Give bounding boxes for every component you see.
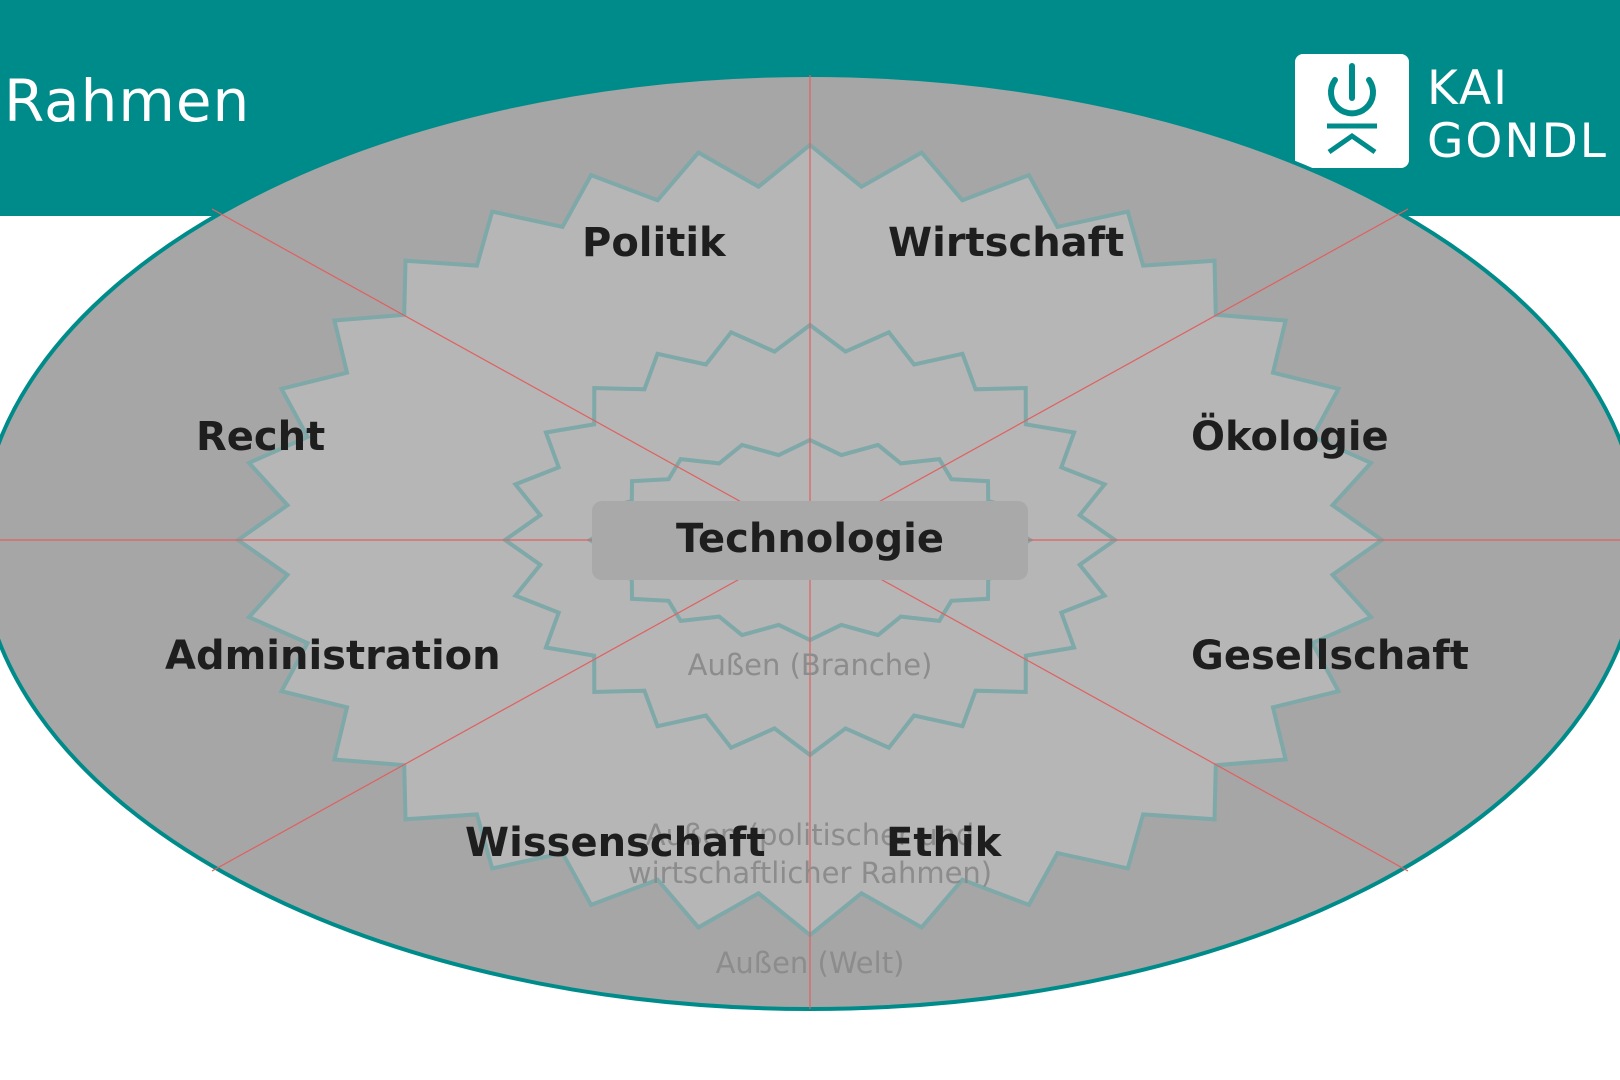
logo-text-line-2: GONDL <box>1427 114 1608 169</box>
segment-label-wissenschaft: Wissenschaft <box>465 820 766 866</box>
center-label-technologie: Technologie <box>676 516 944 562</box>
segment-label-oekologie: Ökologie <box>1191 414 1389 460</box>
power-icon <box>1295 54 1409 168</box>
segment-label-recht: Recht <box>196 414 326 460</box>
ring-label-middle-line-2: wirtschaftlicher Rahmen) <box>627 856 993 890</box>
segment-label-administration: Administration <box>165 633 501 679</box>
ring-label-middle-line-1: Außen (politischer und <box>645 818 975 852</box>
center-box <box>592 501 1028 580</box>
segment-label-politik: Politik <box>582 220 726 266</box>
ring-label-outer: Außen (Welt) <box>715 946 905 980</box>
segment-label-gesellschaft: Gesellschaft <box>1191 633 1469 679</box>
ring-label-inner: Außen (Branche) <box>687 648 933 682</box>
page-title: Rahmen <box>4 67 251 135</box>
brand-logo: KAI GONDL <box>1295 54 1620 170</box>
logo-text-line-1: KAI <box>1427 61 1510 116</box>
segment-label-ethik: Ethik <box>886 820 1002 866</box>
segment-label-wirtschaft: Wirtschaft <box>888 220 1125 266</box>
